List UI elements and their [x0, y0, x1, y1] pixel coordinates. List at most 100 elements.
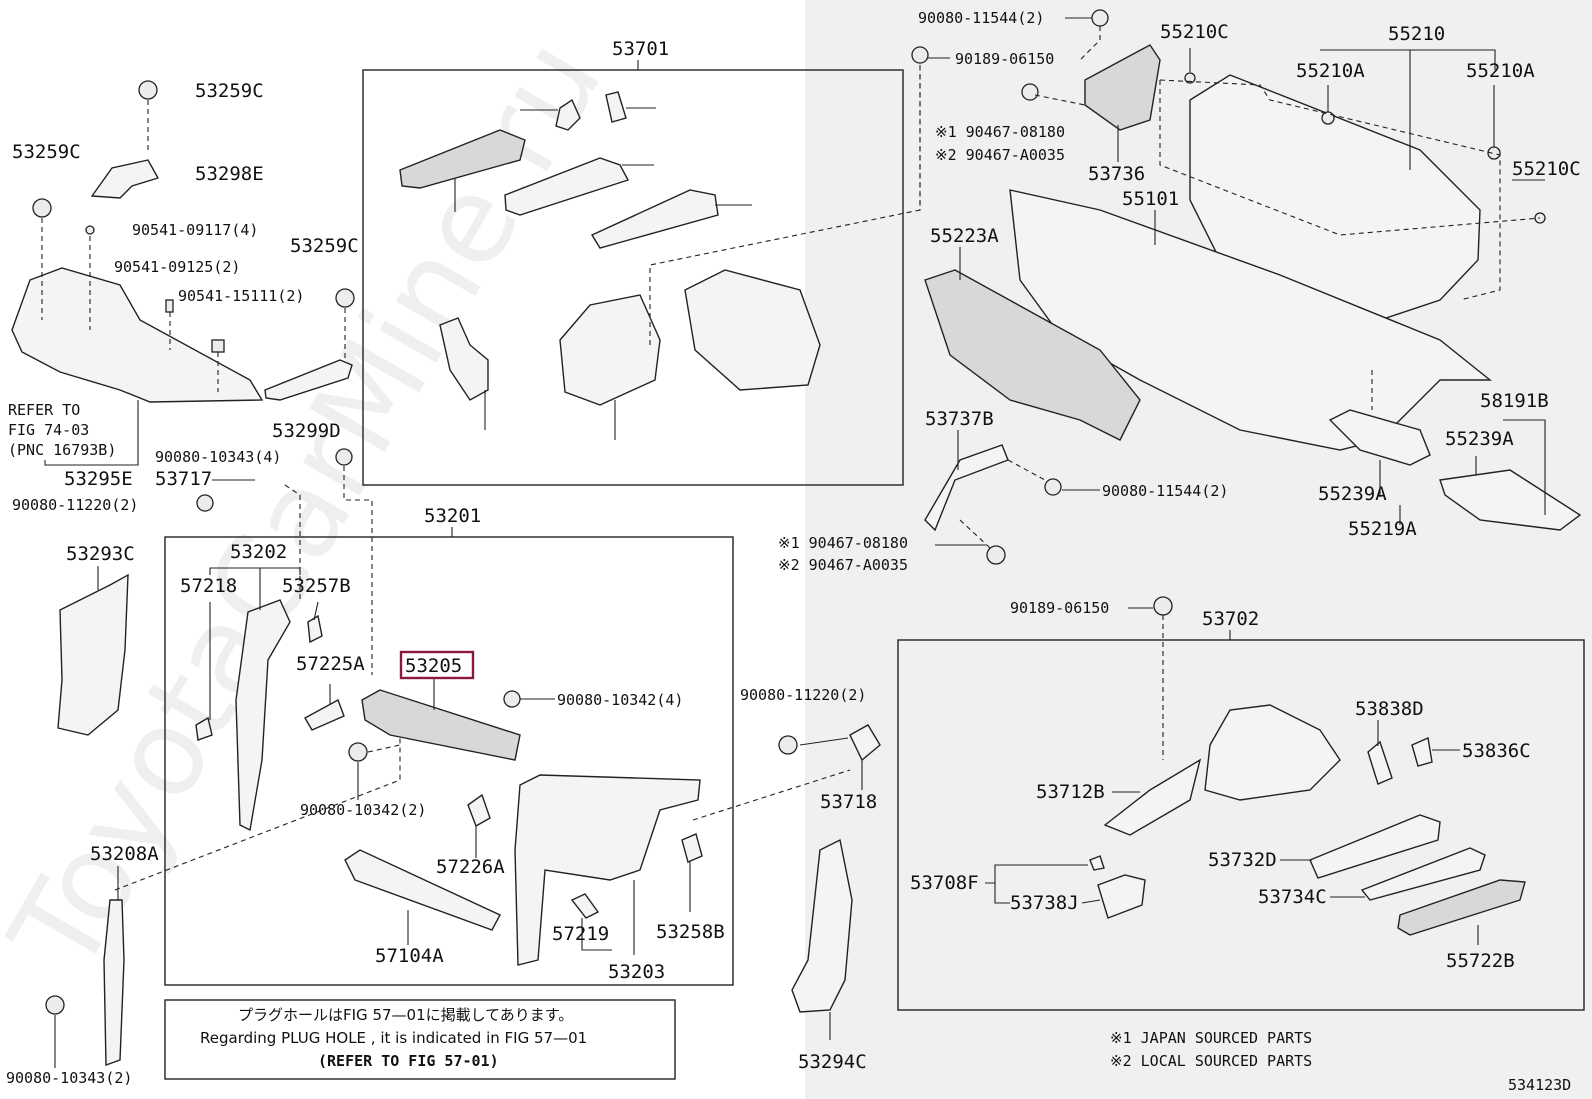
- part-53208A: [103, 899, 125, 1066]
- diagram-id: 534123D: [1508, 1076, 1571, 1094]
- part-53294C: [791, 838, 853, 1013]
- label-53718: 53718: [820, 791, 877, 813]
- label-55239A-b: 55239A: [1318, 483, 1387, 505]
- part-53707F: [439, 317, 489, 401]
- bolt-90189-06150-mid: [1153, 596, 1173, 616]
- guide-53208A: [114, 730, 401, 891]
- label-90080-10343-bottom: 90080-10343(2): [6, 1069, 132, 1087]
- note-line-japanese: プラグホールはFIG 57—01に掲載してあります。: [238, 1006, 573, 1024]
- part-53202: [235, 599, 291, 832]
- label-53203: 53203: [608, 961, 665, 983]
- part-53736: [1084, 44, 1161, 131]
- guide-11544-top: [1079, 26, 1101, 61]
- bolt-53259C-a: [138, 80, 158, 100]
- group-box-53702: [897, 639, 1585, 1011]
- label-53295E: 53295E: [64, 468, 133, 490]
- label-mark2-mid: ※2 90467-A0035: [778, 556, 908, 574]
- label-53259C-a: 53259C: [195, 80, 264, 102]
- label-mark1-mid: ※1 90467-08180: [778, 534, 908, 552]
- leader-53295E: [44, 400, 139, 466]
- footnote-local: ※2 LOCAL SOURCED PARTS: [1110, 1052, 1312, 1070]
- label-58191B: 58191B: [1480, 390, 1549, 412]
- leader-11220-mid: [799, 737, 849, 746]
- clip-55210A-a: [1321, 111, 1335, 125]
- label-55210C-a: 55210C: [1160, 21, 1229, 43]
- part-57226A: [467, 793, 491, 828]
- part-53711B: [559, 294, 661, 406]
- bolt-90080-10342-left: [348, 742, 368, 762]
- label-90541-09125: 90541-09125(2): [114, 258, 240, 276]
- leader-53257B: [313, 601, 319, 621]
- leader-53738J-part: [1081, 899, 1101, 904]
- leader-53708F: [985, 864, 1088, 884]
- label-53702: 53702: [1202, 608, 1259, 630]
- bolt-90080-11544-mid: [1044, 478, 1062, 496]
- part-53203: [514, 774, 701, 966]
- label-55210A-b: 55210A: [1466, 60, 1535, 82]
- label-53708F: 53708F: [910, 872, 979, 894]
- label-53205[interactable]: 53205: [405, 655, 462, 677]
- part-53711B-inner: [684, 269, 821, 391]
- part-53836C: [1411, 736, 1433, 767]
- part-57104A: [344, 849, 501, 931]
- label-53258B: 53258B: [656, 921, 725, 943]
- part-53298E: [90, 159, 160, 199]
- bolt-53259C-c: [335, 288, 355, 308]
- part-53712B-house: [1204, 704, 1341, 801]
- label-90189-06150-top: 90189-06150: [955, 50, 1054, 68]
- label-53259C-b: 53259C: [12, 141, 81, 163]
- guide-10343-top: [343, 466, 373, 675]
- bolt-90080-10342-right: [503, 690, 521, 708]
- bolt-53259C-b: [32, 198, 52, 218]
- refer-line-3: (PNC 16793B): [8, 441, 116, 459]
- clip-90541-09117: [85, 225, 95, 235]
- label-53738J: 53738J: [1010, 892, 1079, 914]
- label-55223A: 55223A: [930, 225, 999, 247]
- label-57225A: 57225A: [296, 653, 365, 675]
- refer-line-1: REFER TO: [8, 401, 80, 419]
- part-53708F-clip: [1089, 855, 1105, 871]
- label-53298E: 53298E: [195, 163, 264, 185]
- part-53732D: [1309, 814, 1441, 879]
- part-53718: [849, 724, 881, 762]
- label-53299D: 53299D: [272, 420, 341, 442]
- leader-55210: [1320, 49, 1496, 70]
- label-90080-11544-top: 90080-11544(2): [918, 9, 1044, 27]
- part-53733D: [504, 157, 630, 216]
- label-55239A-a: 55239A: [1445, 428, 1514, 450]
- leader-58191B: [1503, 419, 1546, 515]
- guide-90467-mid: [959, 519, 991, 549]
- part-55210: [1189, 74, 1481, 321]
- clip-90541-15111: [211, 339, 225, 353]
- part-53731D: [590, 189, 719, 249]
- part-53293C: [57, 573, 129, 736]
- clip-90541-09125: [165, 299, 174, 313]
- part-57225A: [304, 698, 345, 731]
- label-90541-09117: 90541-09117(4): [132, 221, 258, 239]
- label-90080-10343-top: 90080-10343(4): [155, 448, 281, 466]
- group-box-53201: [164, 536, 734, 986]
- label-90080-10342-left: 90080-10342(2): [300, 801, 426, 819]
- note-line-refer: (REFER TO FIG 57-01): [318, 1052, 499, 1070]
- guide-53718: [692, 769, 851, 821]
- label-57218: 57218: [180, 575, 237, 597]
- guide-10342-left: [367, 744, 401, 753]
- note-box: [164, 999, 676, 1080]
- label-53838D: 53838D: [1355, 698, 1424, 720]
- label-53293C: 53293C: [66, 543, 135, 565]
- label-53201: 53201: [424, 505, 481, 527]
- label-90080-10342-right: 90080-10342(4): [557, 691, 683, 709]
- label-55219A: 55219A: [1348, 518, 1417, 540]
- label-57104A: 57104A: [375, 945, 444, 967]
- guide-53717: [284, 484, 301, 600]
- label-55722B: 55722B: [1446, 950, 1515, 972]
- guide-11544-mid: [1007, 459, 1046, 481]
- screw-90467-mid: [986, 545, 1006, 565]
- part-53299D: [264, 359, 353, 401]
- bolt-90189-06150-top: [911, 46, 929, 64]
- part-55722B: [1397, 879, 1526, 936]
- part-53712B: [1103, 758, 1202, 836]
- note-line-english: Regarding PLUG HOLE , it is indicated in…: [200, 1029, 587, 1047]
- part-53258B: [681, 833, 703, 863]
